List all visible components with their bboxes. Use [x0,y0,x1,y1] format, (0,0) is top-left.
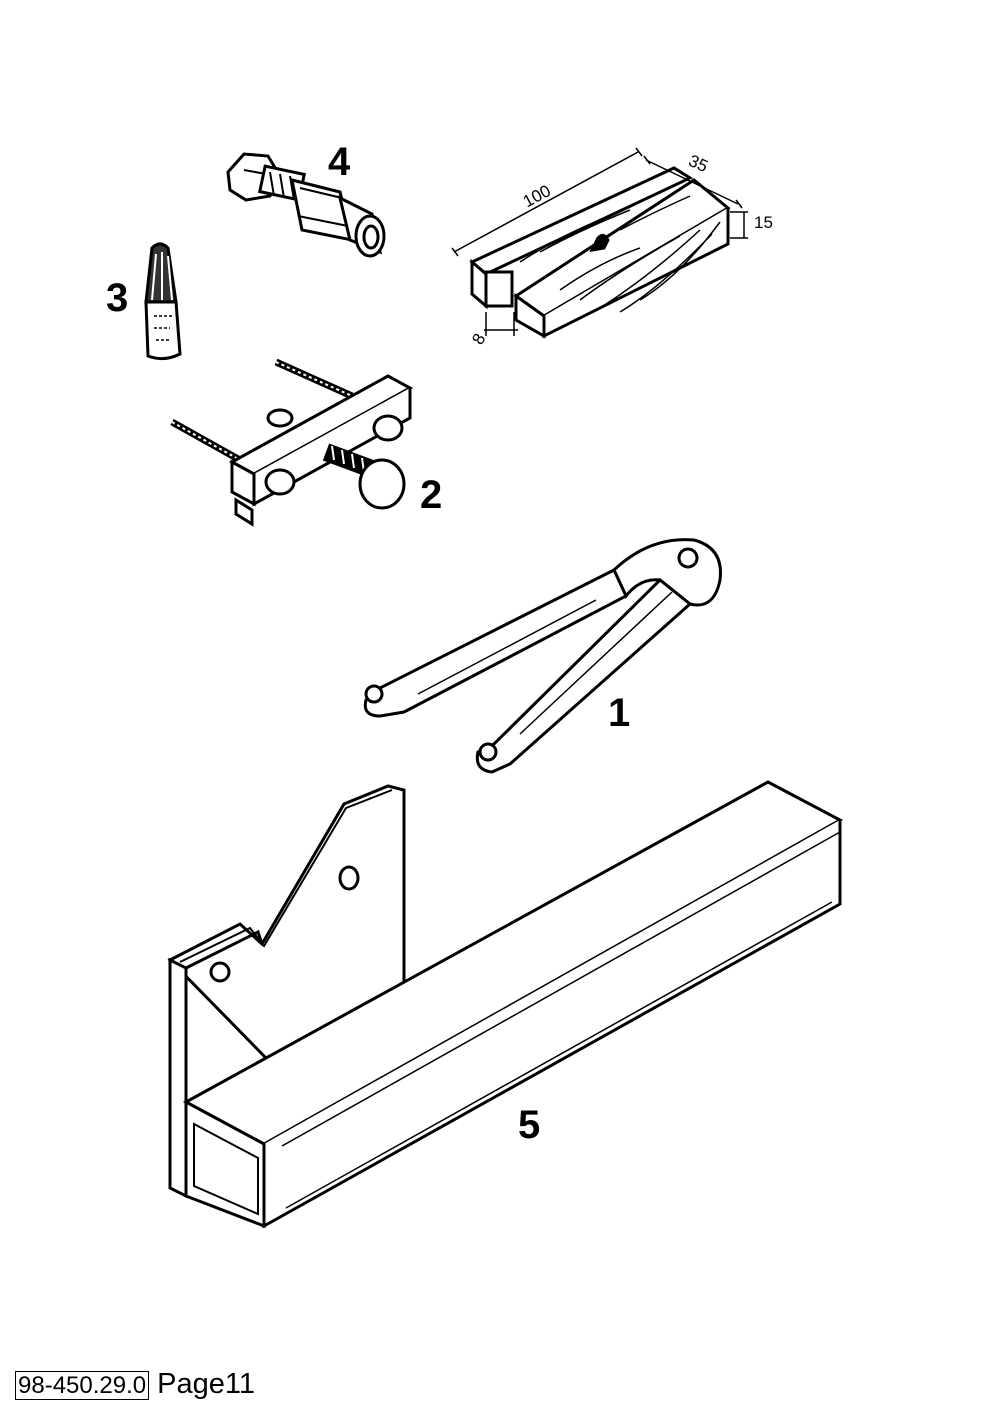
document-code: 98-450.29.0 [15,1371,150,1400]
callout-4: 4 [328,140,351,184]
tool-5-engine-stand [167,780,844,1229]
dimension-width: 35 [686,151,711,176]
page-number: Page11 [157,1368,256,1400]
tool-2-puller [170,358,414,527]
wooden-block-dimension-lines [451,147,748,336]
callout-2: 2 [420,473,442,517]
tool-4-puller-bolt [226,152,386,258]
callout-1: 1 [608,691,630,735]
tool-3-grease-tube [144,242,182,361]
tool-1-pin-wrench [363,538,722,774]
dimension-height: 15 [754,213,773,232]
callout-3: 3 [106,276,128,320]
page-footer: 98-450.29.0 Page11 [15,1368,255,1401]
callout-5: 5 [518,1103,540,1147]
dimension-length: 100 [520,181,554,211]
wooden-block [469,166,731,339]
